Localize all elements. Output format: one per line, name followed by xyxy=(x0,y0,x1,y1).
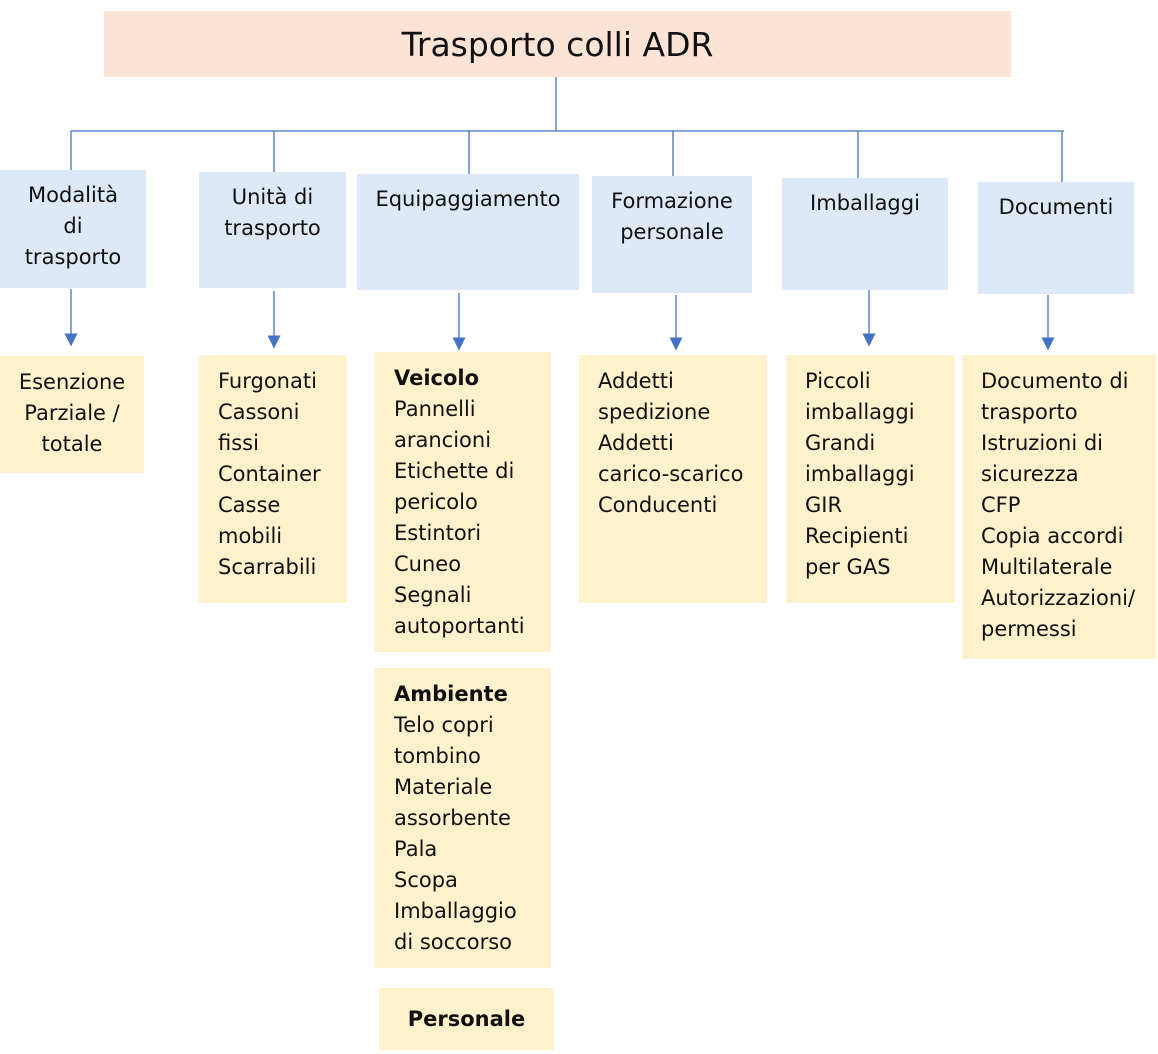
category-label-line: Documenti xyxy=(998,195,1114,219)
detail-item: Addetti xyxy=(598,431,674,455)
detail-item: mobili xyxy=(218,524,283,548)
category-label-line: personale xyxy=(620,220,724,244)
category-label-line: Equipaggiamento xyxy=(375,187,561,211)
group-heading: Ambiente xyxy=(394,682,508,706)
detail-item: Documento di xyxy=(981,369,1129,393)
details-veicolo: Veicolo Pannelli arancioni Etichette di … xyxy=(375,352,551,652)
detail-item: Materiale xyxy=(394,775,493,799)
detail-item: pericolo xyxy=(394,490,478,514)
category-documenti: Documenti xyxy=(978,182,1134,294)
detail-item: Conducenti xyxy=(598,493,718,517)
detail-item: Grandi xyxy=(805,431,876,455)
detail-item: autoportanti xyxy=(394,614,525,638)
detail-item: CFP xyxy=(981,493,1021,517)
detail-item: Segnali xyxy=(394,583,472,607)
detail-item: Recipienti xyxy=(805,524,909,548)
group-heading: Veicolo xyxy=(394,366,480,390)
detail-item: Telo copri xyxy=(394,713,494,737)
category-label-line: Unità di xyxy=(231,185,314,209)
detail-item: imballaggi xyxy=(805,462,915,486)
category-equipaggiamento: Equipaggiamento xyxy=(357,174,579,290)
detail-item: Cuneo xyxy=(394,552,462,576)
category-label-line: di xyxy=(63,214,83,238)
detail-item: Etichette di xyxy=(394,459,515,483)
details-formazione-personale: Addetti spedizione Addetti carico-scaric… xyxy=(579,355,767,603)
category-unita-di-trasporto: Unità di trasporto xyxy=(199,172,346,288)
detail-item: Parziale / xyxy=(24,401,120,425)
detail-item: Furgonati xyxy=(218,369,317,393)
detail-item: Esenzione xyxy=(18,370,126,394)
category-label-line: Imballaggi xyxy=(810,191,920,215)
detail-item: sicurezza xyxy=(981,462,1079,486)
detail-item: Estintori xyxy=(394,521,482,545)
detail-item: Multilaterale xyxy=(981,555,1113,579)
category-label-line: Formazione xyxy=(611,189,733,213)
detail-item: Piccoli xyxy=(805,369,871,393)
detail-item: totale xyxy=(41,432,103,456)
category-modalita-di-trasporto: Modalità di trasporto xyxy=(0,170,146,288)
detail-item: spedizione xyxy=(598,400,711,424)
details-documenti: Documento di trasporto Istruzioni di sic… xyxy=(962,355,1156,659)
detail-item: Scopa xyxy=(394,868,458,892)
category-label-line: trasporto xyxy=(224,216,321,240)
details-modalita-di-trasporto: Esenzione Parziale / totale xyxy=(0,356,144,473)
category-label-line: trasporto xyxy=(24,245,122,269)
detail-item: Pannelli xyxy=(394,397,476,421)
detail-item: Cassoni xyxy=(218,400,300,424)
detail-item: Copia accordi xyxy=(981,524,1124,548)
details-unita-di-trasporto: Furgonati Cassoni fissi Container Casse … xyxy=(199,355,347,603)
detail-item: per GAS xyxy=(805,555,891,579)
detail-item: Addetti xyxy=(598,369,674,393)
detail-item: Imballaggio xyxy=(394,899,517,923)
diagram-title: Trasporto colli ADR xyxy=(104,11,1011,77)
detail-item: carico-scarico xyxy=(598,462,744,486)
detail-item: trasporto xyxy=(981,400,1078,424)
detail-item: Pala xyxy=(394,837,438,861)
details-ambiente: Ambiente Telo copri tombino Materiale as… xyxy=(375,668,551,968)
detail-item: Casse xyxy=(218,493,281,517)
details-imballaggi: Piccoli imballaggi Grandi imballaggi GIR… xyxy=(786,355,955,603)
detail-item: fissi xyxy=(218,431,259,455)
details-personale: Personale xyxy=(379,988,554,1050)
detail-item: arancioni xyxy=(394,428,492,452)
category-imballaggi: Imballaggi xyxy=(782,178,948,290)
detail-item: Istruzioni di xyxy=(981,431,1104,455)
detail-item: Container xyxy=(218,462,321,486)
group-heading: Personale xyxy=(407,1006,526,1031)
category-label-line: Modalità xyxy=(28,183,118,207)
detail-item: permessi xyxy=(981,617,1077,641)
detail-item: GIR xyxy=(805,493,843,517)
detail-item: imballaggi xyxy=(805,400,915,424)
detail-item: tombino xyxy=(394,744,481,768)
detail-item: Autorizzazioni/ xyxy=(981,586,1136,610)
detail-item: Scarrabili xyxy=(218,555,317,579)
detail-item: assorbente xyxy=(394,806,511,830)
detail-item: di soccorso xyxy=(394,930,512,954)
category-formazione-personale: Formazione personale xyxy=(592,176,752,293)
